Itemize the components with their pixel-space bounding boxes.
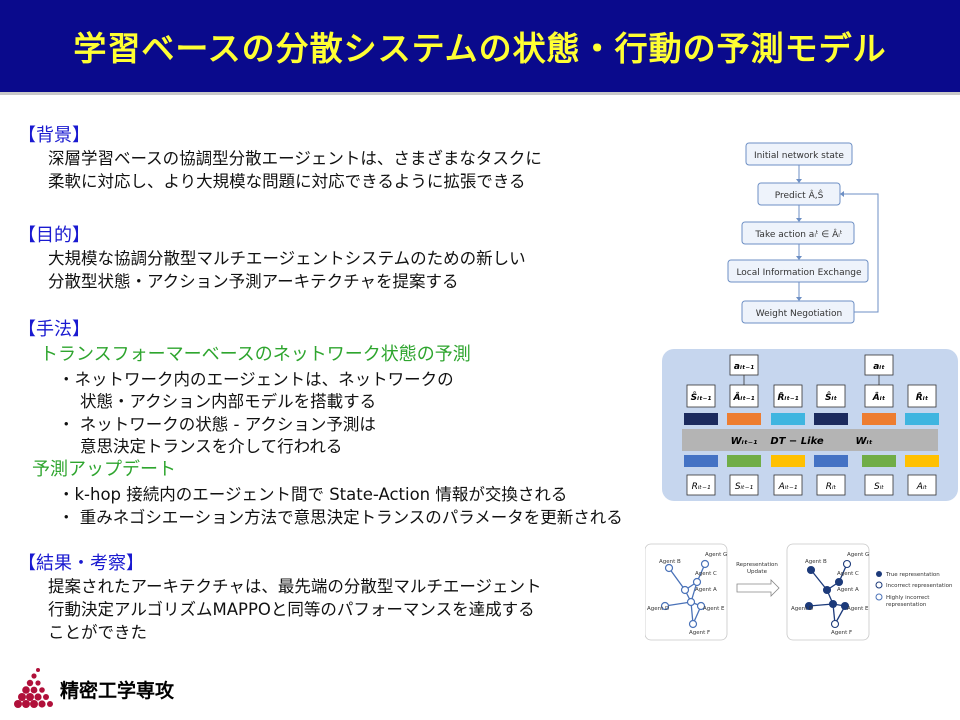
graph-right-agent-f: Agent F bbox=[831, 630, 852, 636]
method-sub1: トランスフォーマーベースのネットワーク状態の予測 bbox=[40, 344, 471, 365]
method-sub2: 予測アップデート bbox=[32, 459, 176, 480]
dt-w-label-2: Wᵢₜ bbox=[855, 436, 872, 447]
background-line-1: 深層学習ベースの協調型分散エージェントは、さまざまなタスクに bbox=[48, 149, 542, 168]
graph-arrow-label-2: Update bbox=[747, 569, 768, 575]
graph-agent-a: Agent A bbox=[695, 587, 717, 593]
graph-agent-c: Agent C bbox=[695, 571, 717, 577]
method-sub2-item-1: ・k-hop 接続内のエージェント間で State-Action 情報が交換され… bbox=[58, 485, 568, 504]
graph-legend-highly-2: representation bbox=[886, 602, 927, 608]
graph-right-agent-c: Agent C bbox=[837, 571, 859, 577]
graph-right-agent-b: Agent B bbox=[805, 559, 827, 565]
graph-diagram: Agent B Agent G Agent C Agent A Agent D … bbox=[644, 542, 958, 642]
graph-legend-highly: Highly incorrect bbox=[886, 595, 930, 601]
graph-right-agent-g: Agent G bbox=[847, 552, 869, 558]
method-sub1-item-3: ・ ネットワークの状態 - アクション予測は bbox=[58, 415, 376, 434]
graph-agent-g: Agent G bbox=[705, 552, 727, 558]
logo-text: 精密工学専攻 bbox=[60, 680, 175, 702]
logo-icon bbox=[8, 660, 62, 714]
method-sub1-item-1: ・ネットワーク内のエージェントは、ネットワークの bbox=[58, 370, 454, 389]
dt-input-5: Sᵢₜ bbox=[874, 482, 884, 492]
flow-box-take-action bbox=[741, 221, 855, 245]
flow-box-exchange bbox=[727, 259, 869, 283]
flow-step-3: Take action aᵢᵗ ∈ Âᵢᵗ bbox=[754, 228, 842, 240]
graph-right-agent-d: Agent D bbox=[791, 606, 813, 612]
dt-input-1: Rᵢₜ₋₁ bbox=[692, 482, 711, 492]
graph-legend-true: True representation bbox=[885, 572, 940, 578]
results-line-1: 提案されたアーキテクチャは、最先端の分散型マルチエージェント bbox=[48, 577, 542, 596]
dt-bar-label: DT − Like bbox=[770, 436, 824, 447]
purpose-line-2: 分散型状態・アクション予測アーキテクチャを提案する bbox=[48, 272, 459, 291]
flow-step-5: Weight Negotiation bbox=[756, 309, 843, 319]
results-line-2: 行動決定アルゴリズムMAPPOと同等のパフォーマンスを達成する bbox=[48, 600, 535, 619]
flow-diagram: Initial network state Predict Â,Ŝ Take a… bbox=[720, 135, 900, 330]
title-bar: 学習ベースの分散システムの状態・行動の予測モデル bbox=[0, 0, 960, 95]
dt-token-4: Ŝᵢₜ bbox=[825, 392, 837, 403]
dt-token-2: Âᵢₜ₋₁ bbox=[732, 392, 754, 403]
dt-output-1: aᵢₜ₋₁ bbox=[734, 362, 754, 372]
dt-token-5: Âᵢₜ bbox=[872, 392, 886, 403]
flow-step-2: Predict Â,Ŝ bbox=[775, 189, 824, 201]
graph-agent-d: Agent D bbox=[647, 606, 669, 612]
flow-step-4: Local Information Exchange bbox=[736, 268, 862, 278]
dt-diagram: aᵢₜ₋₁ aᵢₜ Ŝᵢₜ₋₁ Âᵢₜ₋₁ R̂ᵢₜ₋₁ Ŝᵢₜ Âᵢₜ R̂ᵢ… bbox=[662, 349, 958, 501]
dt-w-label-1: Wᵢₜ₋₁ bbox=[731, 436, 758, 447]
dt-input-4: Rᵢₜ bbox=[826, 482, 837, 492]
results-heading: 【結果・考察】 bbox=[18, 553, 144, 574]
purpose-heading: 【目的】 bbox=[18, 225, 90, 246]
graph-agent-b: Agent B bbox=[659, 559, 681, 565]
dt-input-3: Aᵢₜ₋₁ bbox=[778, 482, 798, 492]
graph-right-agent-a: Agent A bbox=[837, 587, 859, 593]
dt-input-2: Sᵢₜ₋₁ bbox=[735, 482, 754, 492]
page-title: 学習ベースの分散システムの状態・行動の予測モデル bbox=[73, 29, 887, 68]
graph-agent-e: Agent E bbox=[703, 606, 725, 612]
flow-step-1: Initial network state bbox=[754, 151, 844, 161]
graph-arrow-icon bbox=[736, 579, 780, 597]
purpose-line-1: 大規模な協調分散型マルチエージェントシステムのための新しい bbox=[48, 249, 526, 268]
background-line-2: 柔軟に対応し、より大規模な問題に対応できるように拡張できる bbox=[48, 172, 526, 191]
dt-input-6: Aᵢₜ bbox=[916, 482, 928, 492]
background-heading: 【背景】 bbox=[18, 125, 90, 146]
method-sub1-item-2: 状態・アクション内部モデルを搭載する bbox=[80, 392, 377, 411]
dt-token-6: R̂ᵢₜ bbox=[916, 391, 929, 403]
dt-token-1: Ŝᵢₜ₋₁ bbox=[691, 392, 712, 403]
dt-token-3: R̂ᵢₜ₋₁ bbox=[777, 391, 798, 403]
graph-legend-incorrect: Incorrect representation bbox=[886, 583, 953, 589]
method-heading: 【手法】 bbox=[18, 319, 90, 340]
graph-agent-f: Agent F bbox=[689, 630, 710, 636]
results-line-3: ことができた bbox=[48, 623, 147, 642]
dt-output-2: aᵢₜ bbox=[873, 362, 885, 372]
graph-right-agent-e: Agent E bbox=[847, 606, 869, 612]
method-sub1-item-4: 意思決定トランスを介して行われる bbox=[80, 437, 343, 456]
method-sub2-item-2: ・ 重みネゴシエーション方法で意思決定トランスのパラメータを更新される bbox=[58, 508, 623, 527]
graph-arrow-label-1: Representation bbox=[736, 562, 778, 568]
